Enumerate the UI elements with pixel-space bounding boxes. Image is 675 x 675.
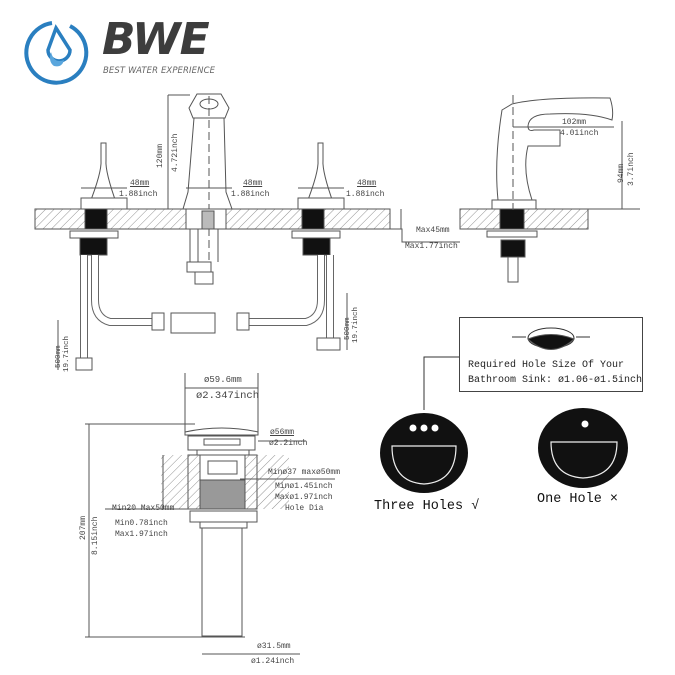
hole-size-text: Required Hole Size Of Your Bathroom Sink… — [468, 358, 642, 388]
supply-hoses — [75, 255, 341, 371]
sink-one-hole — [538, 408, 628, 488]
hole-size-line2: Bathroom Sink: ø1.06-ø1.5inch — [468, 375, 643, 386]
sink-thickness-inch-min: Min0.78inch — [115, 519, 168, 528]
three-holes-caption: Three Holes √ — [374, 499, 480, 514]
right-handle-width-inch: 1.88inch — [346, 190, 385, 199]
left-handle-width-inch: 1.88inch — [119, 190, 158, 199]
sink-thickness-mm: Min20 Max50mm — [112, 504, 175, 513]
brand-tagline: BEST WATER EXPERIENCE — [103, 66, 216, 76]
hole-diameter-inch-min: Minø1.45inch — [275, 482, 333, 491]
cap-diameter-mm: ø59.6mm — [204, 375, 242, 385]
brand-name: BWE — [102, 14, 210, 65]
left-handle-width-mm: 48mm — [130, 179, 150, 188]
water-drop-icon — [24, 21, 89, 85]
right-hose-length-inch: 19.7inch — [352, 306, 360, 343]
drain-height-inch: 8.15inch — [91, 516, 100, 555]
right-handle-width-mm: 48mm — [357, 179, 377, 188]
spout-height-mm: 120mm — [156, 143, 165, 168]
side-height-inch: 3.7inch — [627, 152, 636, 186]
spout-reach-inch: 4.01inch — [560, 129, 599, 138]
sink-thickness-inch-max: Max1.97inch — [115, 530, 168, 539]
tail-diameter-mm: ø31.5mm — [257, 642, 291, 651]
hole-diameter-mm: Minø37 maxø50mm — [268, 468, 341, 477]
flange-diameter-inch: ø2.2inch — [269, 439, 308, 448]
hole-diameter-inch-max: Maxø1.97inch — [275, 493, 333, 502]
hole-size-note — [459, 317, 643, 392]
spout-width-mm: 48mm — [243, 179, 263, 188]
hole-size-line1: Required Hole Size Of Your — [468, 360, 625, 371]
left-hose-length-inch: 19.7inch — [63, 335, 71, 372]
drain-height-mm: 207mm — [79, 515, 88, 540]
hole-diameter-note: Hole Dia — [285, 504, 324, 513]
center-spout — [182, 93, 233, 285]
one-hole-caption: One Hole × — [537, 492, 619, 507]
left-handle — [69, 142, 128, 256]
cap-diameter-inch: ø2.347inch — [196, 390, 260, 402]
sink-three-holes — [380, 413, 468, 493]
deck-thickness-mm: Max45mm — [416, 226, 450, 235]
deck-thickness-inch: Max1.77inch — [405, 242, 458, 251]
hole-size-icon — [512, 327, 590, 350]
spout-height-inch: 4.72inch — [171, 133, 180, 172]
flange-diameter-mm: ø56mm — [270, 428, 295, 437]
spout-width-inch: 1.88inch — [231, 190, 270, 199]
spout-reach-mm: 102mm — [562, 118, 587, 127]
pop-up-drain — [161, 427, 289, 637]
side-view-faucet — [459, 95, 640, 283]
side-height-mm: 94mm — [617, 163, 626, 183]
right-handle — [291, 142, 345, 256]
tail-diameter-inch: ø1.24inch — [251, 657, 295, 666]
